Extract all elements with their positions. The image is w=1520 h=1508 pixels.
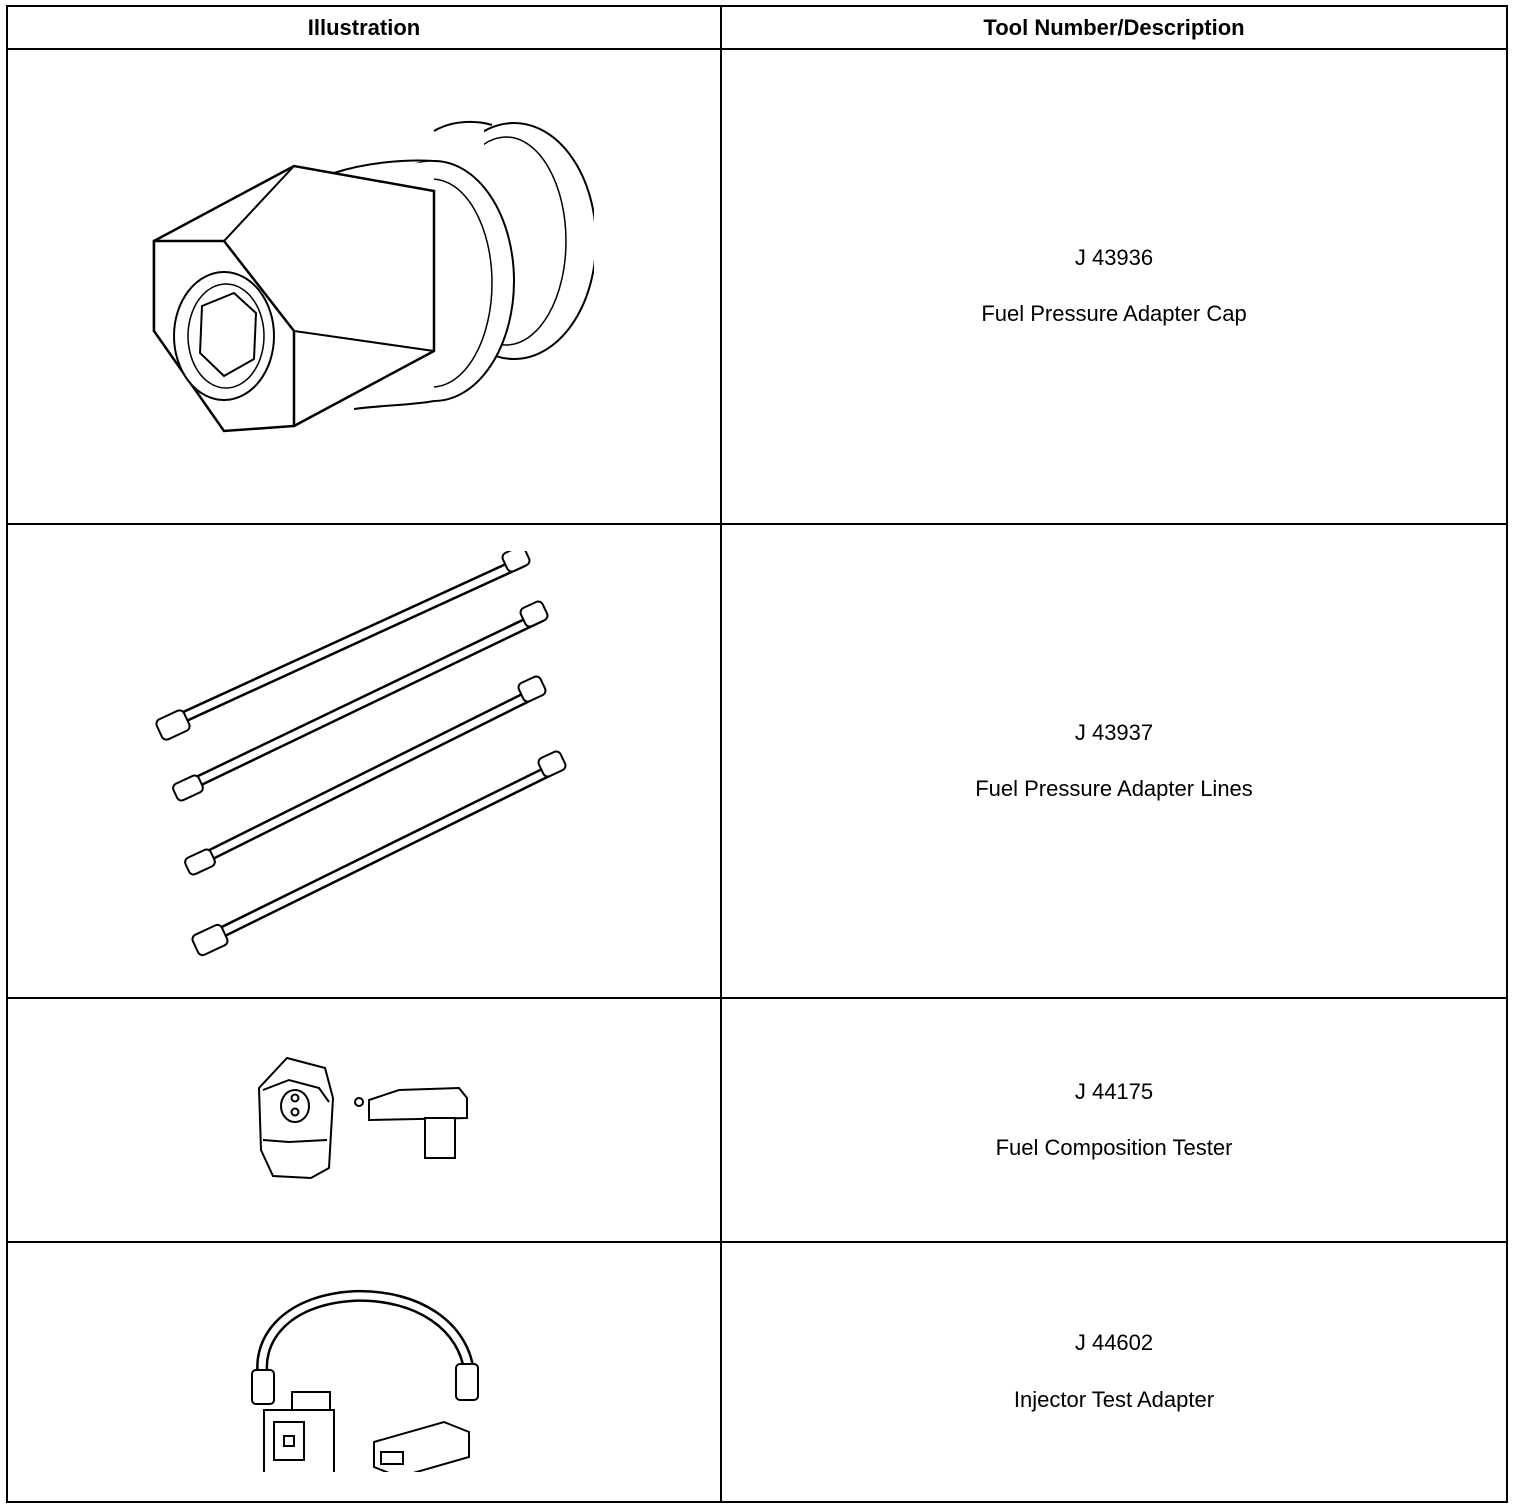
- tool-number: J 43937: [1074, 719, 1154, 745]
- tool-description: Fuel Pressure Adapter Lines: [975, 775, 1253, 801]
- description-cell: J 43937 Fuel Pressure Adapter Lines: [720, 522, 1508, 1000]
- tool-description: Fuel Pressure Adapter Cap: [981, 301, 1247, 327]
- description-cell: J 44175 Fuel Composition Tester: [720, 997, 1508, 1243]
- header-tool-description: Tool Number/Description: [720, 5, 1508, 50]
- header-illustration: Illustration: [6, 5, 722, 50]
- illustration-cell: [6, 997, 722, 1243]
- illustration-cell: [6, 48, 722, 525]
- fuel-pressure-adapter-cap-icon: [134, 91, 594, 481]
- tool-number: J 43936: [1074, 244, 1154, 270]
- fuel-composition-tester-icon: [249, 1050, 479, 1190]
- table-row: J 43936 Fuel Pressure Adapter Cap: [6, 48, 1508, 525]
- table-row: J 44175 Fuel Composition Tester: [6, 997, 1508, 1243]
- tool-number: J 44602: [1074, 1330, 1154, 1356]
- table-row: J 43937 Fuel Pressure Adapter Lines: [6, 522, 1508, 1000]
- injector-test-adapter-icon: [244, 1272, 484, 1472]
- table-row: J 44602 Injector Test Adapter: [6, 1240, 1508, 1504]
- tool-description: Injector Test Adapter: [1013, 1386, 1215, 1412]
- fuel-pressure-adapter-lines-icon: [144, 550, 584, 971]
- illustration-cell: [6, 1240, 722, 1504]
- description-cell: J 43936 Fuel Pressure Adapter Cap: [720, 48, 1508, 525]
- table-header-row: Illustration Tool Number/Description: [6, 5, 1508, 50]
- tool-description: Fuel Composition Tester: [995, 1134, 1233, 1160]
- description-cell: J 44602 Injector Test Adapter: [720, 1240, 1508, 1504]
- tool-number: J 44175: [1074, 1078, 1154, 1104]
- illustration-cell: [6, 522, 722, 1000]
- tool-table: Illustration Tool Number/Description: [6, 5, 1508, 1504]
